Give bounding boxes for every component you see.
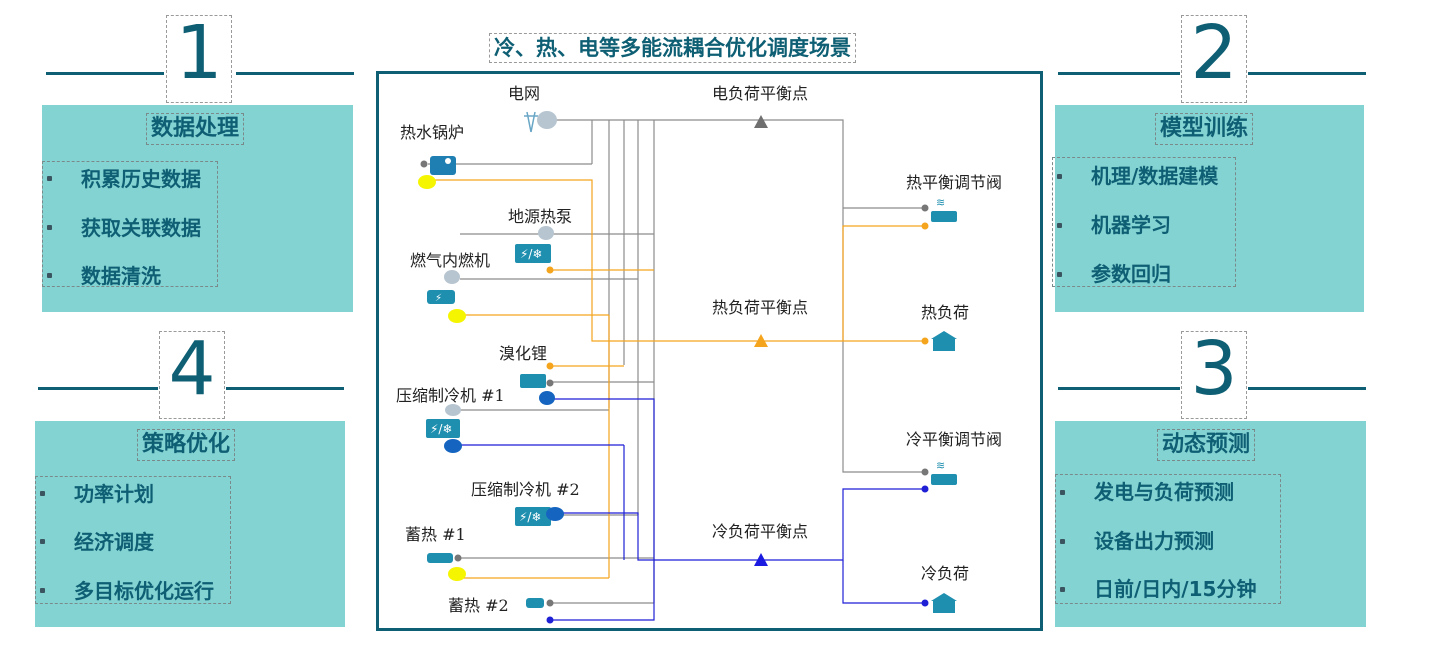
bullet-icon — [1060, 587, 1065, 592]
panel4-item: 多目标优化运行 — [74, 579, 214, 603]
panel2-list: 机理/数据建模 机器学习 参数回归 — [1052, 157, 1236, 287]
label-cold-load: 冷负荷 — [921, 564, 969, 583]
cold-load-icon — [921, 593, 957, 613]
storage1-icon — [427, 553, 466, 581]
bullet-icon — [1060, 490, 1065, 495]
heat-valve-icon: ≋ — [921, 196, 957, 230]
panel4-item: 功率计划 — [74, 482, 154, 506]
panel3-list: 发电与负荷预测 设备出力预测 日前/日内/15分钟 — [1055, 474, 1281, 604]
heat-balance-triangle — [754, 334, 768, 347]
bullet-icon — [40, 491, 45, 496]
bullet-icon — [1057, 223, 1062, 228]
electric-lines — [428, 119, 925, 604]
label-boiler: 热水锅炉 — [400, 123, 464, 142]
main-title: 冷、热、电等多能流耦合优化调度场景 — [489, 33, 856, 63]
panel1-item: 积累历史数据 — [81, 167, 201, 191]
gas-engine-icon: ⚡ — [427, 270, 466, 323]
panel3-item: 发电与负荷预测 — [1094, 480, 1234, 504]
panel4-item: 经济调度 — [74, 530, 154, 554]
chiller2-icon: ⚡/❄ — [515, 507, 564, 526]
bullet-icon — [47, 273, 52, 278]
chiller1-icon: ⚡/❄ — [426, 404, 462, 453]
svg-text:⚡/❄: ⚡/❄ — [520, 247, 543, 261]
panel1-rule-left — [46, 72, 164, 75]
panel1-item: 数据清洗 — [81, 264, 161, 288]
panel4-list: 功率计划 经济调度 多目标优化运行 — [35, 476, 231, 604]
label-chiller2: 压缩制冷机 #2 — [471, 480, 580, 499]
panel3-box: 动态预测 发电与负荷预测 设备出力预测 日前/日内/15分钟 — [1055, 421, 1366, 627]
label-heat-balance: 热负荷平衡点 — [712, 298, 808, 317]
panel2-title: 模型训练 — [1155, 113, 1254, 145]
libr-chiller-icon — [520, 362, 555, 405]
label-gas-engine: 燃气内燃机 — [410, 251, 490, 270]
svg-text:⚡: ⚡ — [435, 293, 442, 304]
svg-text:≋: ≋ — [936, 459, 945, 472]
bullet-icon — [1060, 539, 1065, 544]
panel2-number: 2 — [1181, 15, 1247, 103]
label-elec-balance: 电负荷平衡点 — [712, 84, 808, 103]
bullet-icon — [40, 588, 45, 593]
panel4-number: 4 — [159, 331, 225, 419]
panel3-rule-right — [1248, 387, 1366, 390]
label-storage2: 蓄热 #2 — [448, 596, 509, 615]
label-grid: 电网 — [508, 84, 540, 103]
diagram-frame: ⚡/❄ ⚡ ⚡/❄ ⚡/❄ — [376, 71, 1043, 631]
panel2-item: 参数回归 — [1091, 262, 1171, 286]
panel1-box: 数据处理 积累历史数据 获取关联数据 数据清洗 — [42, 105, 353, 312]
panel1-list: 积累历史数据 获取关联数据 数据清洗 — [42, 161, 218, 288]
label-libr: 溴化锂 — [499, 344, 547, 363]
panel4-rule-left — [38, 387, 158, 390]
panel3-title: 动态预测 — [1157, 429, 1256, 461]
bullet-icon — [40, 539, 45, 544]
panel2-rule-left — [1058, 72, 1180, 75]
svg-text:⚡/❄: ⚡/❄ — [519, 510, 542, 524]
bullet-icon — [47, 176, 52, 181]
panel1-title: 数据处理 — [146, 113, 245, 145]
label-cold-valve: 冷平衡调节阀 — [906, 430, 1002, 449]
label-heat-valve: 热平衡调节阀 — [906, 173, 1002, 192]
bullet-icon — [47, 225, 52, 230]
cold-lines — [453, 398, 925, 621]
panel1-number: 1 — [166, 15, 232, 103]
label-ground-heat-pump: 地源热泵 — [508, 207, 572, 226]
label-chiller1: 压缩制冷机 #1 — [396, 386, 505, 405]
svg-text:⚡/❄: ⚡/❄ — [430, 422, 453, 436]
bullet-icon — [1057, 272, 1062, 277]
power-grid-icon — [524, 111, 557, 133]
energy-flow-diagram: ⚡/❄ ⚡ ⚡/❄ ⚡/❄ — [396, 84, 1002, 624]
label-storage1: 蓄热 #1 — [405, 525, 466, 544]
panel3-item: 日前/日内/15分钟 — [1094, 577, 1257, 601]
panel4-box: 策略优化 功率计划 经济调度 多目标优化运行 — [35, 421, 345, 627]
heat-load-icon — [921, 331, 957, 351]
cold-balance-triangle — [754, 553, 768, 566]
storage2-icon — [526, 598, 554, 624]
panel2-item: 机理/数据建模 — [1091, 164, 1219, 188]
panel3-item: 设备出力预测 — [1094, 529, 1214, 553]
svg-text:≋: ≋ — [936, 196, 945, 209]
panel3-rule-left — [1058, 387, 1180, 390]
panel1-item: 获取关联数据 — [81, 216, 201, 240]
cold-valve-icon: ≋ — [921, 459, 957, 493]
label-heat-load: 热负荷 — [921, 303, 969, 322]
bullet-icon — [1057, 174, 1062, 179]
panel2-item: 机器学习 — [1091, 213, 1171, 237]
heat-lines — [428, 179, 925, 579]
panel3-number: 3 — [1181, 331, 1247, 419]
panel4-title: 策略优化 — [137, 429, 236, 461]
panel1-rule-right — [236, 72, 354, 75]
panel2-box: 模型训练 机理/数据建模 机器学习 参数回归 — [1052, 105, 1364, 312]
boiler-icon — [418, 156, 456, 189]
panel2-rule-right — [1248, 72, 1366, 75]
label-cold-balance: 冷负荷平衡点 — [712, 522, 808, 541]
panel4-rule-right — [226, 387, 344, 390]
elec-balance-triangle — [754, 115, 768, 128]
heat-pump-icon: ⚡/❄ — [515, 226, 554, 274]
